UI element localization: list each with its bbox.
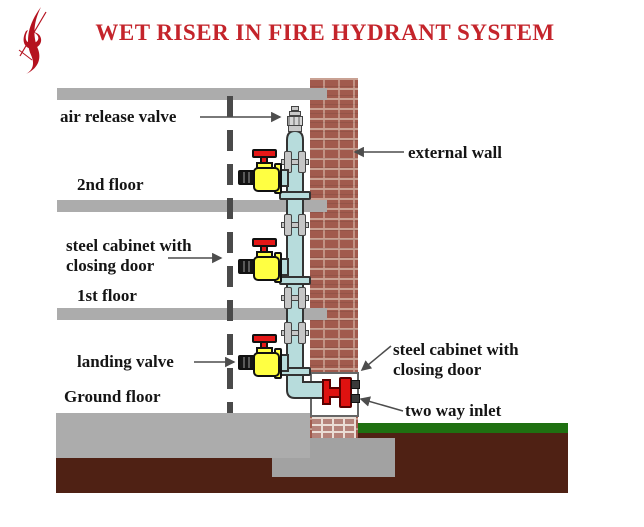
inlet-coupling-top [351, 380, 360, 389]
flange-bolt-bar [281, 330, 309, 336]
flange-plate [298, 151, 306, 173]
label-air-release-valve: air release valve [60, 107, 177, 126]
flange-plate [298, 322, 306, 344]
valve-handwheel-icon [252, 334, 277, 343]
label-ground-floor: Ground floor [64, 387, 161, 406]
flange-bolt-bar [281, 295, 309, 301]
flange-plate [284, 322, 292, 344]
flange-plate [284, 214, 292, 236]
ground-floor-slab [56, 413, 310, 458]
flange-plate [298, 287, 306, 309]
landing-valve-1st-floor [238, 238, 290, 284]
hose-outlet-icon [238, 355, 255, 370]
company-logo-icon [18, 7, 47, 74]
label-cabinet-right-line2: closing door [393, 360, 482, 379]
hose-outlet-icon [238, 259, 255, 274]
air-release-valve-neck [288, 125, 302, 132]
inlet-head [339, 377, 352, 408]
two-way-inlet-icon [320, 375, 362, 409]
label-cabinet-left-line2: closing door [66, 256, 155, 275]
valve-handwheel-icon [252, 238, 277, 247]
valve-body [253, 256, 280, 281]
label-two-way-inlet: two way inlet [405, 401, 502, 420]
arrow-two-way-inlet [359, 396, 404, 412]
flange-bolt-bar [281, 159, 309, 165]
page-title: WET RISER IN FIRE HYDRANT SYSTEM [95, 20, 555, 45]
pipe-collar [279, 191, 311, 200]
air-release-valve-icon [287, 116, 303, 126]
landing-valve-2nd-floor [238, 149, 290, 195]
pipe-flange-pair [281, 322, 309, 344]
valve-body [253, 352, 280, 377]
inlet-body [329, 387, 340, 398]
valve-body [253, 167, 280, 192]
label-2nd-floor: 2nd floor [77, 175, 144, 194]
grass-strip [358, 423, 568, 433]
cabinet-door-dashed-line [227, 96, 233, 413]
landing-valve-ground-floor [238, 334, 290, 380]
inlet-coupling-bottom [351, 394, 360, 403]
label-cabinet-right: steel cabinet with closing door [393, 340, 519, 380]
brick-wall-below-cabinet [312, 417, 356, 438]
pipe-flange-pair [281, 214, 309, 236]
flange-bolt-bar [281, 222, 309, 228]
arrow-cabinet-right [360, 345, 392, 372]
air-release-valve-plate [289, 111, 301, 116]
label-cabinet-left: steel cabinet with closing door [66, 236, 192, 276]
flange-plate [298, 214, 306, 236]
first-floor-slab [57, 308, 327, 320]
flange-plate [284, 287, 292, 309]
valve-handwheel-icon [252, 149, 277, 158]
label-external-wall: external wall [408, 143, 502, 162]
air-release-valve-cap [291, 106, 299, 111]
second-floor-slab [57, 200, 327, 212]
roof-slab [57, 88, 327, 100]
pipe-flange-pair [281, 151, 309, 173]
label-landing-valve: landing valve [77, 352, 174, 371]
label-1st-floor: 1st floor [77, 286, 137, 305]
label-cabinet-right-line1: steel cabinet with [393, 340, 519, 359]
pipe-flange-pair [281, 287, 309, 309]
label-cabinet-left-line1: steel cabinet with [66, 236, 192, 255]
hose-outlet-icon [238, 170, 255, 185]
